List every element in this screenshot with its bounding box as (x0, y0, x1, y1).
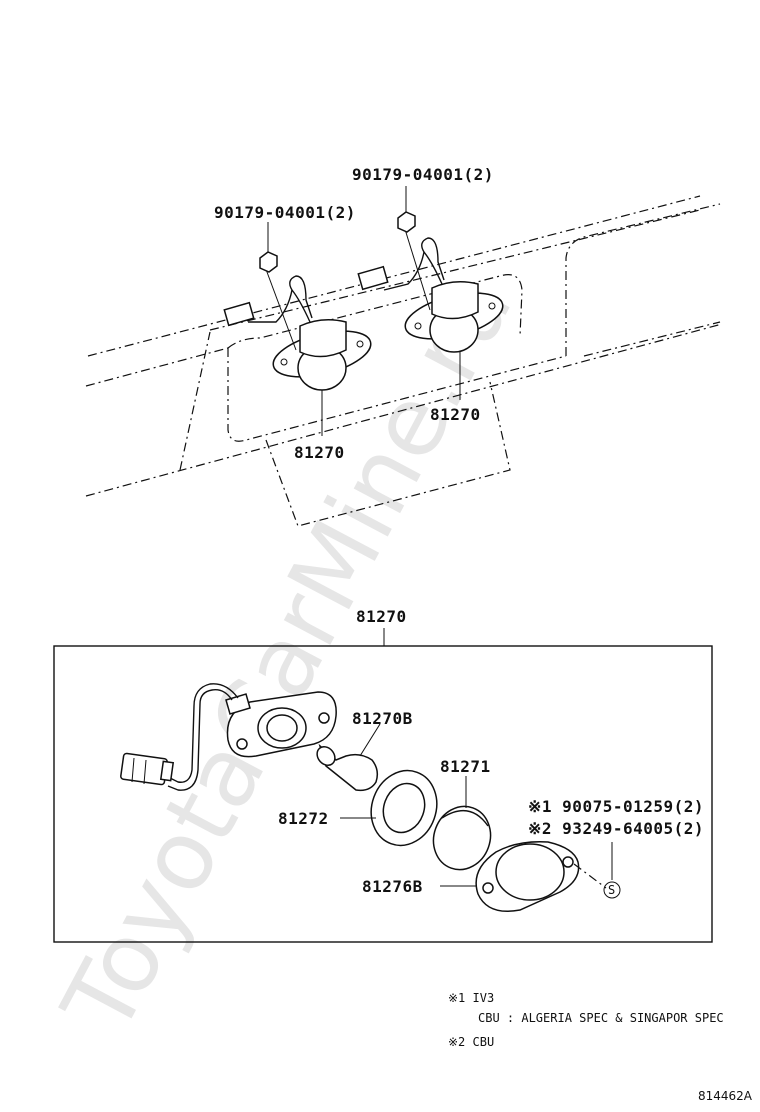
box-title: 81270 (356, 607, 407, 626)
screw-code-2: ※2 93249-64005(2) (528, 819, 704, 838)
label-nut-right: 90179-04001(2) (352, 165, 494, 184)
note-line-1: ※1 IV3 (448, 991, 494, 1005)
label-bulb: 81270B (352, 709, 413, 728)
gasket (370, 769, 438, 847)
bulb (316, 743, 379, 792)
label-gasket: 81272 (278, 809, 329, 828)
lamp-left (223, 251, 372, 391)
label-lens: 81271 (440, 757, 491, 776)
leader-bulb (359, 723, 381, 757)
screw-leader (573, 863, 607, 889)
screw-marker-circle (603, 881, 621, 899)
label-nut-left: 90179-04001(2) (214, 203, 356, 222)
screw-marker-letter: S (608, 883, 615, 897)
lamp-right (357, 211, 504, 353)
label-lamp-left: 81270 (294, 443, 345, 462)
note-line-3: ※2 CBU (448, 1035, 494, 1049)
label-lamp-right: 81270 (430, 405, 481, 424)
lens (432, 805, 492, 871)
note-line-2: CBU : ALGERIA SPEC & SINGAPOR SPEC (478, 1011, 724, 1025)
screw-code-1: ※1 90075-01259(2) (528, 797, 704, 816)
label-cover: 81276B (362, 877, 423, 896)
lamp-cover (475, 840, 580, 912)
reference-code: 814462A (698, 1089, 753, 1103)
lamp-socket-housing (120, 683, 337, 791)
exploded-view-box (53, 645, 713, 943)
bumper-outline (85, 195, 723, 527)
